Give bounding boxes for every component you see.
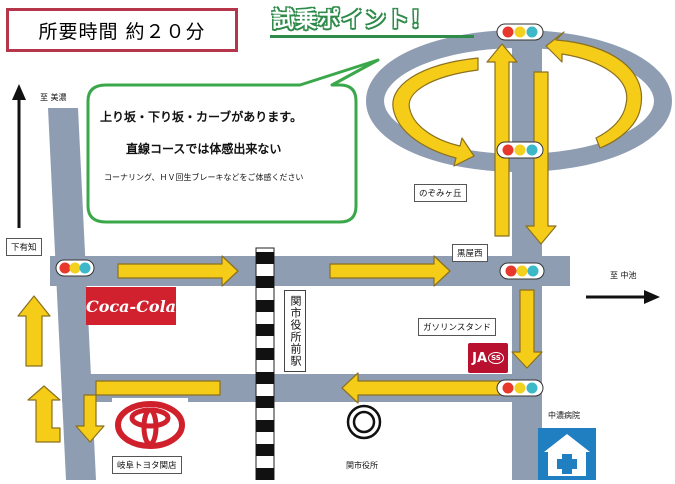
place-gas-station: ガソリンスタンド [418, 318, 496, 336]
ja-ss-mark: SS [488, 352, 504, 364]
bubble-line-3: コーナリング、ＨＶ回生ブレーキなどをご体感ください [104, 173, 304, 182]
north-direction-arrow [12, 84, 26, 228]
traffic-light-lower [496, 379, 544, 397]
route-arrow-11 [392, 57, 479, 167]
route-arrow-3 [511, 289, 543, 369]
place-city-hall: 関市役所 [346, 461, 378, 470]
road-left-vertical [48, 108, 96, 480]
route-arrow-1 [117, 255, 239, 287]
city-hall-icon [346, 404, 382, 440]
traffic-light-loop-top [496, 23, 544, 41]
north-direction-label: 至 美濃 [40, 93, 67, 102]
traffic-light-kuroyanishi [499, 262, 545, 280]
route-arrow-7 [17, 295, 51, 367]
coca-cola-logo: Coca-Cola [86, 287, 176, 325]
route-arrow-5 [75, 380, 221, 443]
toyota-logo [112, 398, 188, 452]
route-arrow-2 [329, 255, 451, 287]
route-arrow-9 [525, 71, 557, 245]
place-shimoarichi: 下有知 [6, 238, 42, 256]
hospital-icon [538, 428, 596, 480]
traffic-light-shimoarichi [55, 259, 95, 277]
place-station: 関市役所前駅 [284, 290, 306, 372]
title-underline [270, 35, 474, 38]
route-arrow-6 [27, 385, 61, 443]
place-dealer: 岐阜トヨタ関店 [112, 456, 182, 474]
east-direction-label: 至 中池 [610, 271, 637, 280]
coca-cola-wordmark: Coca-Cola [86, 296, 177, 316]
railway-track [255, 247, 275, 480]
route-arrow-4 [341, 372, 501, 404]
hospital-cross-icon [544, 434, 590, 476]
bubble-line-2: 直線コースでは体感出来ない [126, 142, 282, 156]
place-kuroyanishi: 黒屋西 [452, 244, 488, 262]
place-hospital: 中濃病院 [548, 411, 580, 420]
ja-wordmark: JA [472, 350, 488, 366]
bubble-line-1: 上り坂・下り坂・カーブがあります。 [100, 110, 303, 124]
place-nozomigaoka: のぞみヶ丘 [414, 184, 467, 202]
test-drive-point-title: 試乗ポイント！ [272, 8, 434, 33]
duration-box: 所要時間 約２０分 [6, 8, 238, 52]
east-direction-arrow [586, 290, 660, 304]
traffic-light-loop-bottom [496, 141, 544, 159]
duration-label: 所要時間 約２０分 [38, 20, 206, 43]
route-arrow-8 [486, 43, 518, 237]
route-arrow-10 [545, 31, 643, 149]
